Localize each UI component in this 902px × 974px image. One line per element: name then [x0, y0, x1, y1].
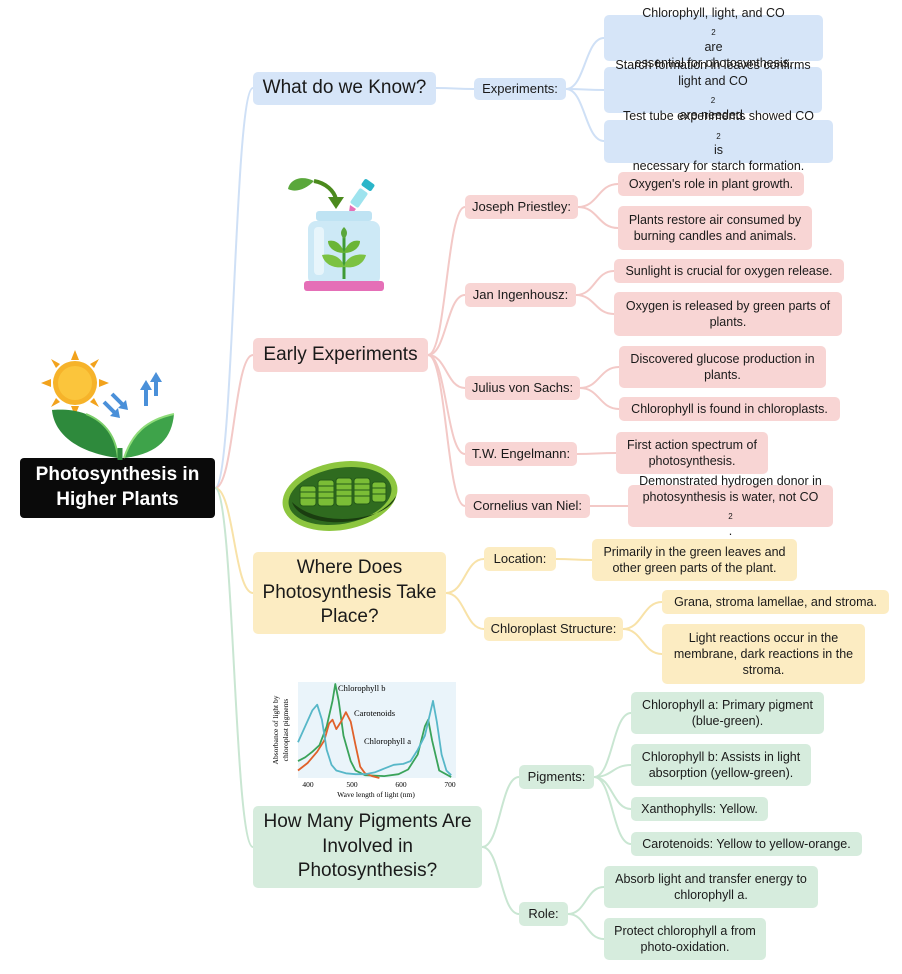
scientist-engelmann[interactable]: T.W. Engelmann: [465, 442, 577, 466]
x-axis-label: Wave length of light (nm) [337, 790, 415, 799]
finding-sachs-2[interactable]: Chlorophyll is found in chloroplasts. [619, 397, 840, 421]
finding-priestley-1[interactable]: Oxygen's role in plant growth. [618, 172, 804, 196]
y-axis-label-2: chloroplast pigments [281, 699, 290, 762]
connector-line [577, 183, 619, 208]
pigments-node[interactable]: Pigments: [519, 765, 594, 789]
experiments-node[interactable]: Experiments: [474, 78, 566, 100]
jar-icon [304, 211, 384, 291]
connector-line [445, 592, 485, 630]
connector-line [575, 294, 615, 315]
connector-line [435, 87, 475, 90]
series-label-chlorophyll-a: Chlorophyll a [364, 736, 411, 746]
connector-line [481, 776, 520, 848]
scientist-van-niel[interactable]: Cornelius van Niel: [465, 494, 590, 518]
section-early-experiments[interactable]: Early Experiments [253, 338, 428, 372]
pigment-carotenoids[interactable]: Carotenoids: Yellow to yellow-orange. [631, 832, 862, 856]
connector-line [214, 87, 254, 489]
structure-grana[interactable]: Grana, stroma lamellae, and stroma. [662, 590, 889, 614]
chloroplast-structure-node[interactable]: Chloroplast Structure: [484, 617, 623, 641]
connector-line [593, 776, 632, 845]
chloroplast-illustration [282, 461, 398, 531]
location-node[interactable]: Location: [484, 547, 556, 571]
role-node[interactable]: Role: [519, 902, 568, 926]
pigment-chlorophyll-a[interactable]: Chlorophyll a: Primary pigment(blue-gree… [631, 692, 824, 734]
connector-line [555, 558, 593, 561]
connector-line [214, 354, 254, 489]
connector-line [576, 452, 617, 455]
scientist-ingenhousz[interactable]: Jan Ingenhousz: [465, 283, 576, 307]
x-tick-500: 500 [346, 780, 358, 789]
connector-line [622, 601, 663, 630]
connector-line [579, 387, 620, 410]
x-tick-400: 400 [302, 780, 314, 789]
finding-ingenhousz-1[interactable]: Sunlight is crucial for oxygen release. [614, 259, 844, 283]
connector-line [565, 37, 605, 90]
x-tick-600: 600 [395, 780, 407, 789]
connector-line [579, 366, 620, 389]
plot-area [298, 682, 456, 778]
series-label-chlorophyll-b: Chlorophyll b [338, 683, 385, 693]
plant-sun-illustration [41, 350, 175, 460]
leaf-icon [288, 178, 344, 209]
sun-icon [41, 350, 109, 416]
series-line-chlorophyll-a [297, 699, 452, 776]
connector-line [427, 206, 466, 356]
series-group [297, 683, 452, 779]
connector-line [427, 354, 466, 389]
pigment-xanthophylls[interactable]: Xanthophylls: Yellow. [631, 797, 768, 821]
connector-line [445, 558, 485, 594]
connector-line [575, 270, 615, 296]
leaves-icon [52, 409, 175, 460]
series-line-chlorophyll-b [297, 683, 452, 778]
connector-line [427, 354, 466, 507]
connector-line [593, 712, 632, 778]
absorption-spectrum-chart: Absorbance of light by chloroplast pigme… [271, 682, 456, 799]
connector-line [622, 628, 663, 655]
jar-experiment-illustration [288, 178, 384, 291]
arrows-icon [102, 372, 162, 418]
y-axis-label-1: Absorbance of light by [271, 695, 280, 764]
connector-line [214, 487, 254, 848]
connector-line [567, 913, 605, 940]
series-line-carotenoids [297, 711, 380, 779]
section-what-do-we-know[interactable]: What do we Know? [253, 72, 436, 105]
scientist-priestley[interactable]: Joseph Priestley: [465, 195, 578, 219]
connector-line [565, 88, 605, 142]
connector-line [214, 487, 254, 594]
connector-line [567, 886, 605, 915]
x-tick-700: 700 [444, 780, 456, 789]
connector-line [577, 206, 619, 229]
series-label-carotenoids: Carotenoids [354, 708, 395, 718]
scientist-sachs[interactable]: Julius von Sachs: [465, 376, 580, 400]
connector-line [593, 776, 632, 810]
connector-line [427, 294, 466, 356]
connector-line [481, 846, 520, 915]
